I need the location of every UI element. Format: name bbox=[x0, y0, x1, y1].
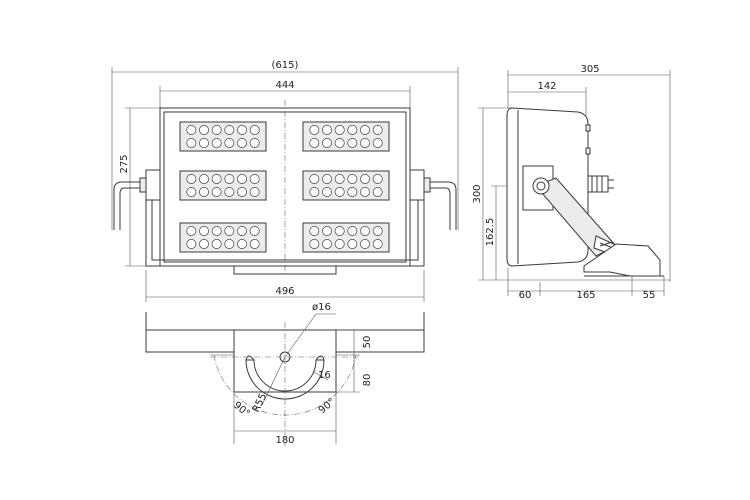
led bbox=[224, 138, 235, 148]
led bbox=[211, 226, 222, 236]
led bbox=[372, 125, 383, 135]
led bbox=[322, 138, 332, 148]
dim-base-mid: 165 bbox=[576, 290, 595, 301]
led bbox=[211, 187, 222, 197]
led bbox=[334, 174, 345, 184]
led bbox=[360, 138, 370, 148]
led bbox=[309, 226, 320, 236]
dim-angle-right: 90° bbox=[317, 396, 338, 416]
led bbox=[224, 125, 235, 135]
led bbox=[334, 125, 345, 135]
dim-side-height: 300 bbox=[472, 184, 483, 203]
led bbox=[360, 187, 370, 197]
led bbox=[186, 125, 197, 135]
led bbox=[249, 125, 260, 135]
dim-slot-width: 16 bbox=[318, 370, 331, 381]
led bbox=[322, 174, 332, 184]
led bbox=[249, 187, 260, 197]
led bbox=[372, 226, 383, 236]
led bbox=[199, 187, 209, 197]
dim-plate-top: 50 bbox=[362, 336, 373, 349]
led bbox=[237, 138, 247, 148]
led bbox=[199, 226, 209, 236]
led bbox=[347, 187, 358, 197]
led bbox=[309, 125, 320, 135]
led bbox=[347, 226, 358, 236]
led bbox=[211, 239, 222, 249]
dim-plate-bottom: 80 bbox=[362, 374, 373, 387]
led bbox=[199, 174, 209, 184]
led bbox=[237, 174, 247, 184]
dim-hole-diameter: ø16 bbox=[312, 302, 331, 313]
led bbox=[347, 174, 358, 184]
led bbox=[347, 138, 358, 148]
led bbox=[372, 138, 383, 148]
led bbox=[360, 174, 370, 184]
led bbox=[237, 239, 247, 249]
led bbox=[249, 239, 260, 249]
led bbox=[309, 138, 320, 148]
led bbox=[211, 138, 222, 148]
dim-plate-width: 180 bbox=[275, 435, 294, 446]
led bbox=[309, 187, 320, 197]
led bbox=[360, 239, 370, 249]
led bbox=[360, 226, 370, 236]
bracket-detail-view: ø16 16 R55 90° 90° 50 80 180 bbox=[145, 302, 425, 446]
led bbox=[372, 187, 383, 197]
led bbox=[237, 125, 247, 135]
led bbox=[347, 125, 358, 135]
dim-overall-width: (615) bbox=[272, 60, 299, 71]
led bbox=[199, 239, 209, 249]
led bbox=[334, 239, 345, 249]
led bbox=[322, 239, 332, 249]
led bbox=[334, 138, 345, 148]
dim-side-depth: 305 bbox=[580, 64, 599, 75]
side-view: 305 142 300 162.5 bbox=[472, 64, 671, 301]
dim-base-tail: 55 bbox=[643, 290, 656, 301]
led bbox=[249, 138, 260, 148]
led bbox=[360, 125, 370, 135]
led bbox=[186, 138, 197, 148]
led bbox=[224, 174, 235, 184]
led bbox=[372, 239, 383, 249]
led bbox=[322, 226, 332, 236]
led bbox=[347, 239, 358, 249]
led bbox=[334, 187, 345, 197]
front-view: (615) 444 275 496 bbox=[111, 60, 459, 302]
dim-base-front: 60 bbox=[519, 290, 532, 301]
dim-bracket-width: 496 bbox=[275, 286, 294, 297]
led bbox=[224, 187, 235, 197]
dim-housing-height: 275 bbox=[119, 154, 130, 173]
led bbox=[237, 226, 247, 236]
led bbox=[186, 174, 197, 184]
dim-housing-width: 444 bbox=[275, 80, 294, 91]
dim-side-front: 142 bbox=[537, 81, 556, 92]
led bbox=[237, 187, 247, 197]
led bbox=[334, 226, 345, 236]
led bbox=[199, 125, 209, 135]
led bbox=[249, 226, 260, 236]
led bbox=[211, 125, 222, 135]
led bbox=[309, 239, 320, 249]
led bbox=[322, 187, 332, 197]
dim-pivot-height: 162.5 bbox=[485, 218, 496, 247]
led-modules bbox=[179, 121, 390, 253]
led bbox=[186, 239, 197, 249]
led bbox=[322, 125, 332, 135]
led bbox=[224, 226, 235, 236]
led bbox=[211, 174, 222, 184]
led bbox=[186, 187, 197, 197]
led bbox=[309, 174, 320, 184]
led bbox=[372, 174, 383, 184]
led bbox=[199, 138, 209, 148]
led bbox=[186, 226, 197, 236]
led bbox=[249, 174, 260, 184]
led bbox=[224, 239, 235, 249]
